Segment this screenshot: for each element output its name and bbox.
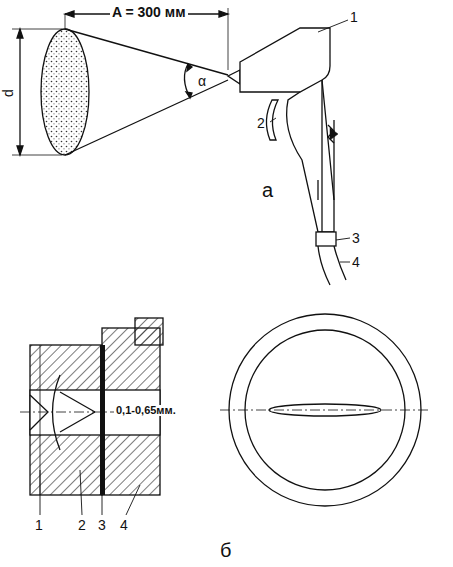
callout-number: 3: [98, 518, 106, 532]
callout-number: 4: [352, 255, 360, 269]
callout-number: 4: [120, 518, 128, 532]
callout-number: 2: [78, 518, 86, 532]
figure-label: б: [220, 540, 231, 560]
callout-number: 1: [350, 10, 358, 24]
figure-label: а: [262, 180, 273, 200]
callout-number: 2: [257, 116, 265, 130]
dimension-label: A = 300 мм: [110, 5, 188, 19]
dimension-label: 0,1-0,65мм.: [114, 405, 178, 416]
angle-label: α: [196, 74, 208, 88]
dimension-label: d: [1, 89, 15, 97]
callout-number: 1: [35, 518, 43, 532]
callout-number: 3: [352, 231, 360, 245]
